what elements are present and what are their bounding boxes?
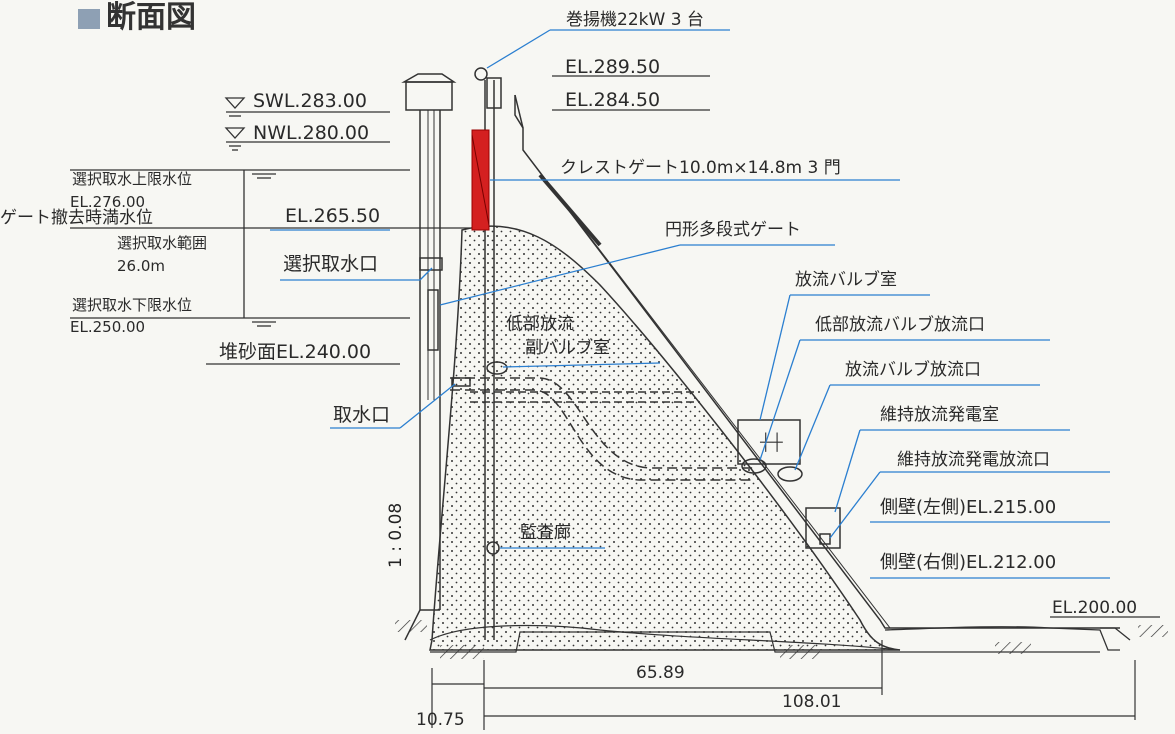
intake-label: 取水口: [333, 404, 391, 426]
gallery-label: 監査廊: [520, 523, 571, 543]
valve-symbol: ┼┼: [759, 432, 783, 452]
bedrock-hatch: [995, 642, 1031, 654]
spillway-chute: [538, 173, 602, 247]
bedrock-hatch: [1138, 625, 1168, 637]
gate-pier: [486, 77, 502, 109]
title-marker-icon: [78, 8, 100, 29]
maintenance-power-outlet-label: 維持放流発電放流口: [897, 450, 1050, 470]
bedrock-hatch: [395, 620, 427, 632]
selective-range-label: 選択取水範囲: [117, 234, 208, 252]
valve-room-leader: [759, 294, 791, 421]
maintenance-power-room-box: [805, 507, 841, 549]
sub-valve-room-icon: [486, 361, 508, 375]
hoist-leader: [486, 29, 551, 69]
apron-surface: [884, 626, 1120, 651]
selective-intake-label: 選択取水口: [283, 253, 379, 275]
elevation-underlines: [552, 75, 1160, 618]
water-levels: [70, 97, 470, 365]
low-outlet-conduit-upper: [450, 377, 755, 469]
valve-room-box: [737, 419, 801, 465]
apron-end: [1100, 627, 1131, 641]
circular-multistage-gate: [427, 289, 439, 351]
maintenance-power-room-label: 維持放流発電室: [880, 405, 999, 425]
selective-range-value: 26.0m: [117, 257, 166, 275]
maintenance-power-outlet-icon: [819, 533, 831, 545]
concrete-core: [429, 225, 901, 651]
valve-outlet-leader: [794, 384, 831, 471]
hoist-label: 巻揚機22kW 3 台: [566, 10, 704, 30]
circular-gate-label: 円形多段式ゲート: [665, 220, 801, 240]
gallery-icon: [486, 541, 500, 555]
page-title: 断面図: [78, 0, 196, 36]
sediment-label: 堆砂面EL.240.00: [219, 341, 372, 363]
el-250-label: EL.250.00: [70, 318, 146, 336]
crest-gate-hatch: [471, 134, 490, 226]
valve-outlet-icon: [777, 466, 803, 482]
bedrock-hatch: [440, 645, 484, 659]
foundation-base: [430, 631, 1100, 653]
swl-label: SWL.283.00: [253, 90, 367, 112]
side-wall-left-label: 側壁(左側)EL.215.00: [880, 497, 1057, 518]
dim-65-label: 65.89: [636, 663, 685, 683]
valve-outlet-label: 放流バルブ放流口: [845, 360, 981, 380]
bedrock-hatching: [395, 620, 1168, 659]
el-284-label: EL.284.50: [565, 89, 661, 111]
el-289-label: EL.289.50: [565, 56, 661, 78]
el-200-label: EL.200.00: [1052, 598, 1138, 618]
intake-icon: [451, 377, 471, 387]
maint-outlet-leader: [829, 471, 881, 539]
nwl-triangle-icon: [224, 127, 246, 139]
selective-lower-label: 選択取水下限水位: [72, 296, 193, 314]
side-wall-right-label: 側壁(右側)EL.212.00: [880, 552, 1057, 573]
circ-gate-leader: [439, 244, 681, 306]
dim-10-label: 10.75: [416, 710, 465, 730]
crest-gate-label: クレストゲート10.0m×14.8m 3 門: [560, 158, 841, 178]
intake-tower: [401, 73, 457, 641]
pier-and-gate: [471, 67, 502, 231]
valve-rooms: ┼┼: [451, 361, 841, 555]
leader-lines: [270, 29, 1110, 579]
selective-upper-label: 選択取水上限水位: [72, 170, 193, 188]
intake-leader: [399, 383, 456, 429]
dimension-lines: [431, 640, 1136, 730]
valve-room-label: 放流バルブ室: [795, 270, 897, 290]
tower-house: [405, 81, 453, 111]
outlet-conduits: [450, 377, 755, 481]
low-valve-outlet-icon: [741, 458, 767, 474]
low-outlet-label: 低部放流: [506, 314, 574, 334]
maint-room-leader: [834, 429, 861, 513]
sub-valve-room-label: 副バルブ室: [525, 338, 610, 358]
tower-roof: [401, 73, 457, 83]
nwl-label: NWL.280.00: [253, 122, 370, 144]
el-276-label: EL.276.00: [70, 193, 146, 211]
sub-valve-leader: [502, 362, 661, 368]
hoist-icon: [474, 67, 488, 81]
swl-triangle-icon: [224, 97, 246, 109]
dim-108-label: 108.01: [782, 692, 842, 712]
crest-edge: [514, 94, 524, 129]
apron: [884, 626, 1131, 651]
selective-intake-gate: [419, 257, 443, 271]
low-valve-outlet-label: 低部放流バルブ放流口: [815, 315, 985, 335]
bedrock-hatch: [780, 645, 820, 659]
low-valve-outlet-leader: [759, 339, 801, 461]
selective-intake-leader: [419, 267, 433, 281]
gate-removed-label: ゲート撤去時満水位: [0, 208, 153, 228]
el-265-label: EL.265.50: [285, 205, 381, 227]
slope-label: 1 : 0.08: [386, 502, 406, 568]
